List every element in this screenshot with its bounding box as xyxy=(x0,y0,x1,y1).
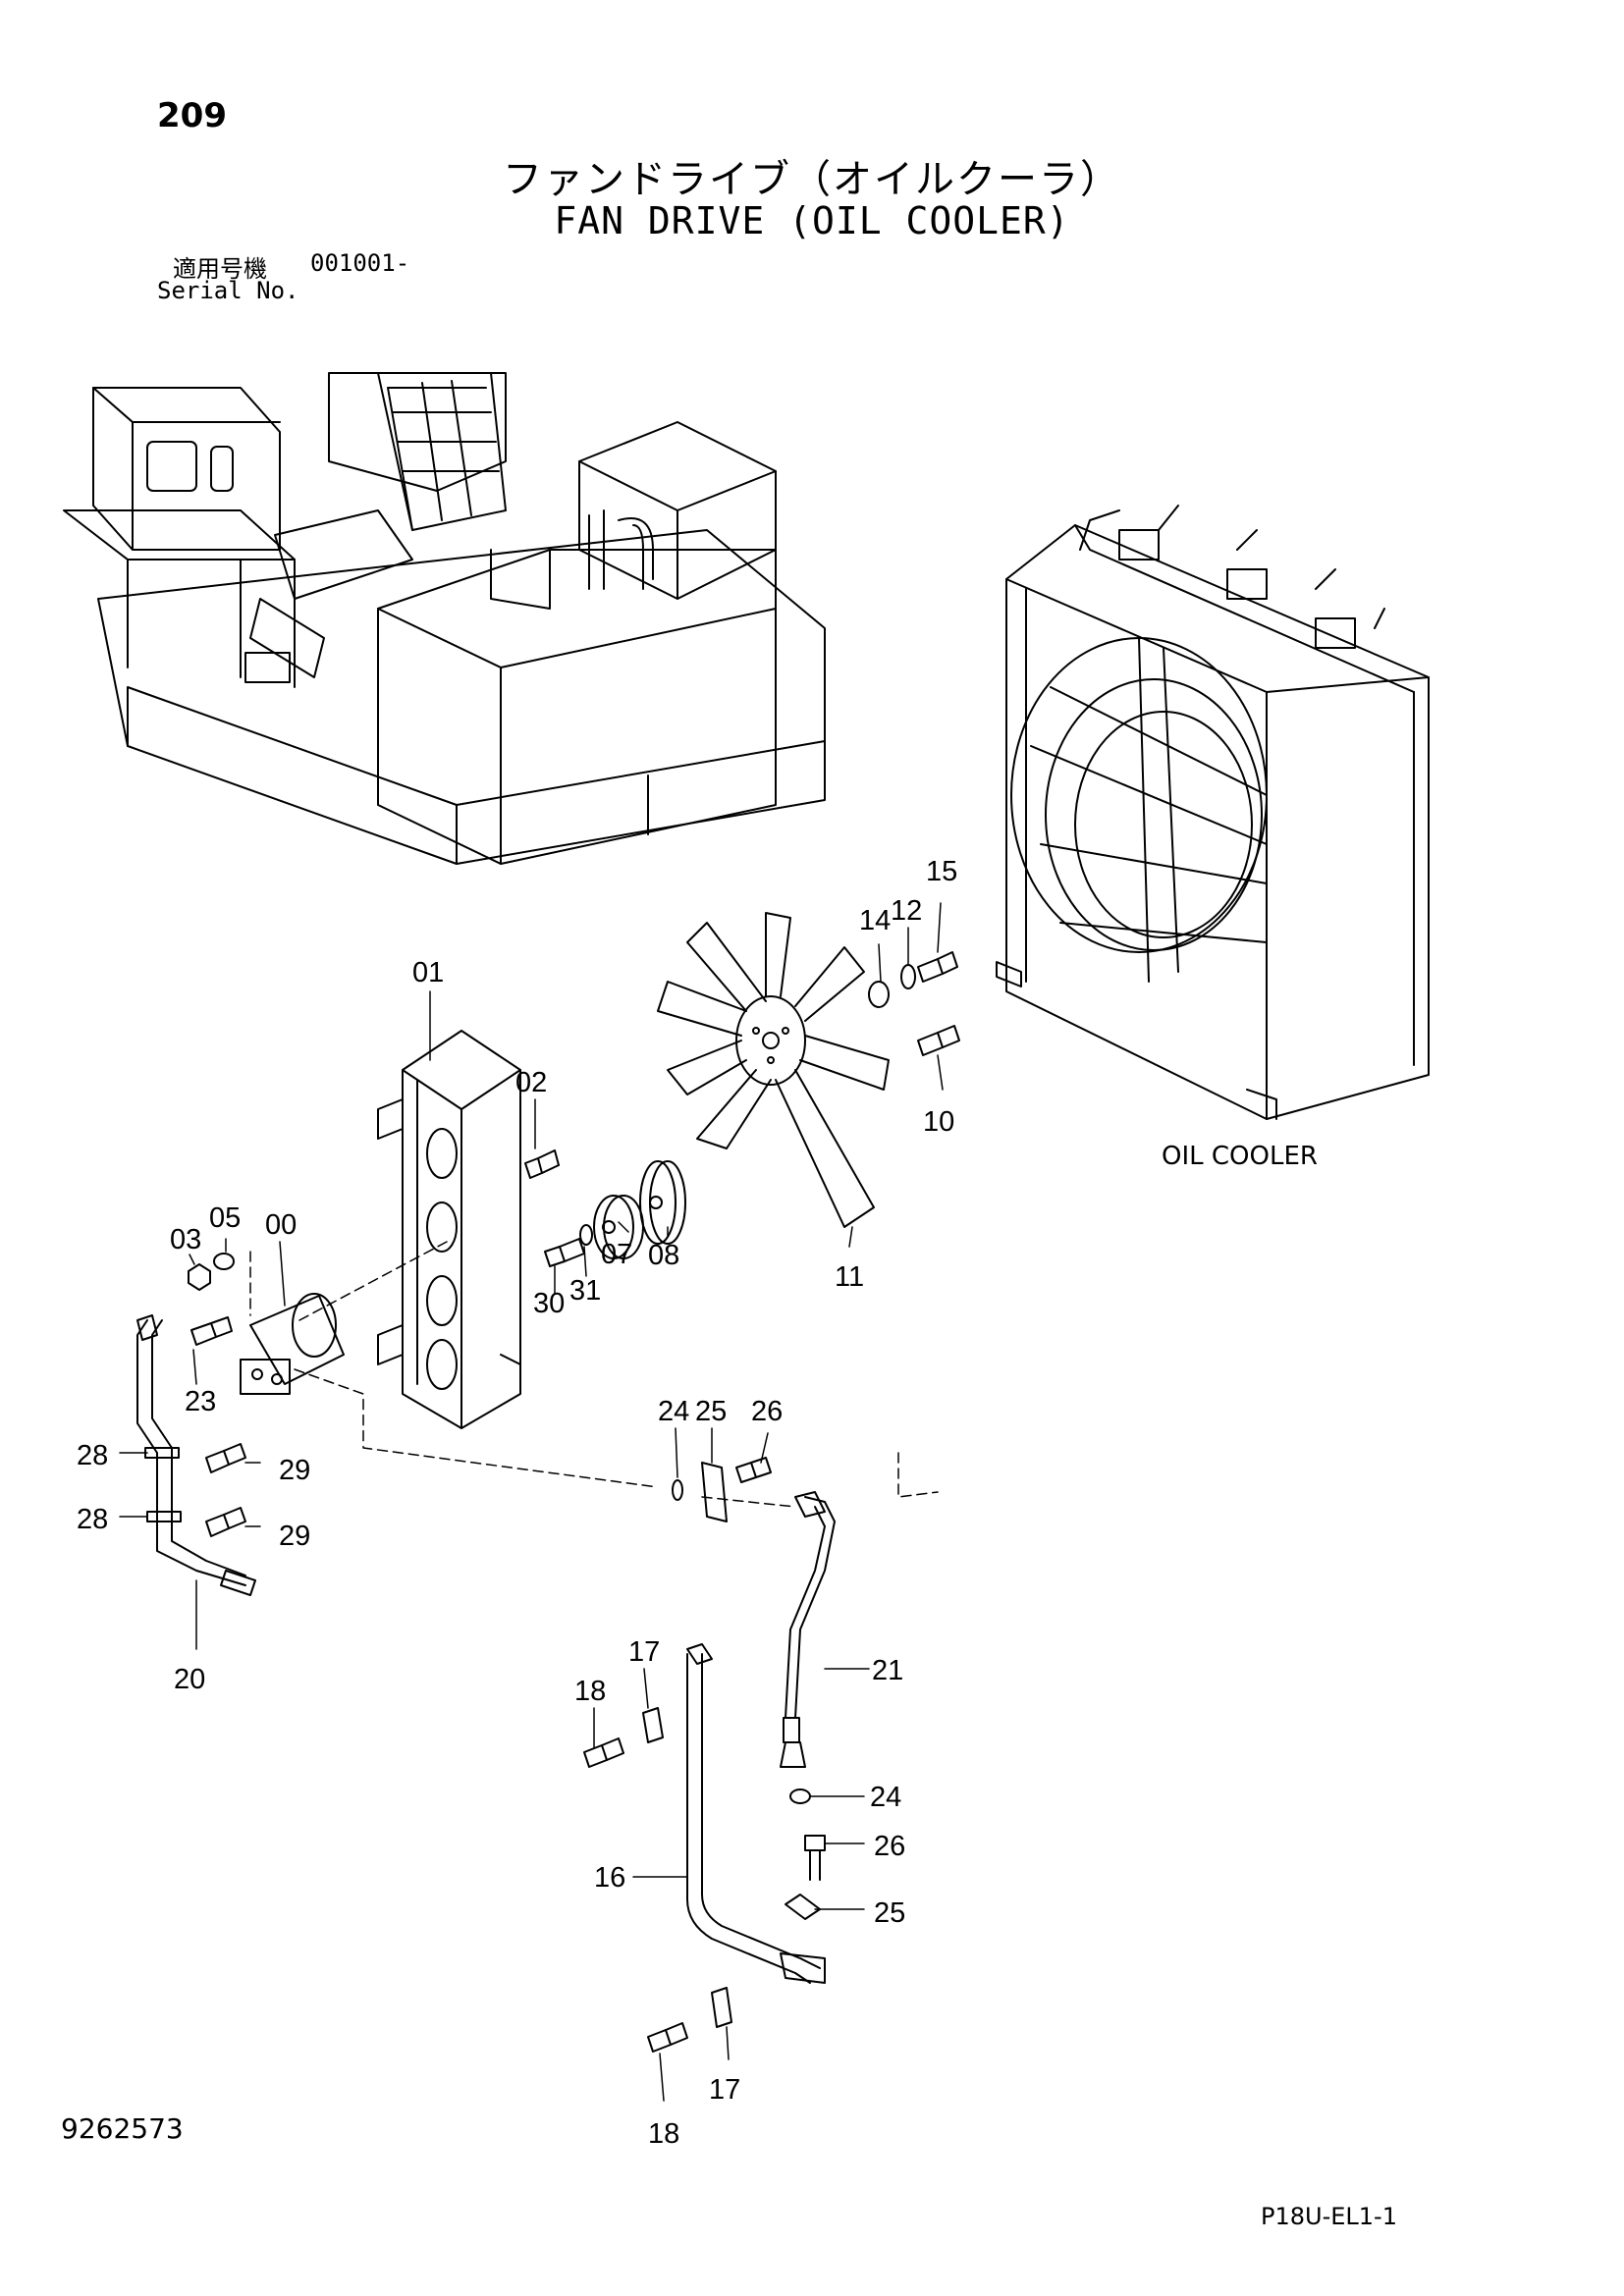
part-label-02: 02 xyxy=(515,1067,547,1098)
part-30-bolt xyxy=(544,1238,585,1267)
part-25-flange-lower xyxy=(785,1894,821,1920)
part-29-bolt-upper xyxy=(205,1443,246,1473)
part-label-00: 00 xyxy=(265,1209,297,1241)
part-31-washer xyxy=(579,1224,593,1246)
part-label-11: 11 xyxy=(835,1261,864,1293)
part-24-o-ring-lower xyxy=(789,1789,811,1804)
oil-cooler-illustration xyxy=(996,505,1430,1120)
part-24-o-ring-upper xyxy=(672,1479,683,1501)
part-label-23: 23 xyxy=(185,1386,216,1417)
part-label-29: 29 xyxy=(279,1455,310,1486)
part-25-flange-upper xyxy=(701,1462,728,1522)
part-label-31: 31 xyxy=(569,1275,601,1307)
machine-overview-illustration xyxy=(63,372,826,865)
part-label-20: 20 xyxy=(174,1664,205,1695)
page-code: P18U-EL1-1 xyxy=(1261,2203,1397,2230)
document-number: 9262573 xyxy=(61,2112,184,2145)
part-26-bolt-upper xyxy=(735,1457,772,1483)
part-label-17: 17 xyxy=(709,2074,740,2106)
part-00-motor xyxy=(240,1293,345,1395)
part-12-washer xyxy=(900,964,916,989)
part-01-frame xyxy=(377,1030,521,1429)
part-21-hose xyxy=(780,1491,836,1768)
part-05-washer xyxy=(213,1253,235,1270)
part-label-28: 28 xyxy=(77,1440,108,1471)
part-18-bolt-lower xyxy=(647,2022,688,2053)
part-label-15: 15 xyxy=(926,856,957,887)
part-10-bolt xyxy=(917,1025,960,1056)
serial-label-japanese: 適用号機 xyxy=(173,255,267,283)
title-japanese: ファンドライブ（オイルクーラ） xyxy=(503,157,1121,202)
part-15-bolt xyxy=(917,951,958,983)
part-23-fitting xyxy=(190,1316,233,1346)
part-08-plate xyxy=(639,1160,686,1245)
part-02-bolt xyxy=(524,1149,560,1179)
part-label-24: 24 xyxy=(870,1782,901,1813)
dashed-assembly-lines xyxy=(249,1241,939,1508)
part-label-28: 28 xyxy=(77,1504,108,1535)
part-16-tube xyxy=(686,1643,826,1984)
page-number: 209 xyxy=(157,96,227,135)
part-label-24: 24 xyxy=(658,1396,689,1427)
part-11-fan xyxy=(657,912,890,1228)
part-label-08: 08 xyxy=(648,1240,679,1271)
part-label-18: 18 xyxy=(574,1676,606,1707)
part-18-bolt-upper xyxy=(583,1737,624,1768)
serial-code: 001001- xyxy=(310,249,410,277)
part-26-bolt-lower xyxy=(804,1835,826,1881)
part-label-18: 18 xyxy=(648,2118,679,2150)
serial-label-english: Serial No. xyxy=(157,277,299,304)
part-label-07: 07 xyxy=(601,1239,632,1270)
part-label-26: 26 xyxy=(751,1396,783,1427)
part-label-05: 05 xyxy=(209,1202,241,1234)
leader-lines xyxy=(119,902,944,2102)
part-label-29: 29 xyxy=(279,1521,310,1552)
part-17-clamp-upper xyxy=(642,1707,664,1743)
oil-cooler-label: OIL COOLER xyxy=(1162,1142,1318,1171)
part-label-26: 26 xyxy=(874,1831,905,1862)
part-label-25: 25 xyxy=(874,1897,905,1929)
part-17-clamp-lower xyxy=(711,1987,732,2028)
part-label-16: 16 xyxy=(594,1862,625,1894)
part-label-17: 17 xyxy=(628,1636,660,1668)
part-label-12: 12 xyxy=(891,895,922,927)
part-label-10: 10 xyxy=(923,1106,954,1138)
part-label-30: 30 xyxy=(533,1288,565,1319)
part-label-03: 03 xyxy=(170,1224,201,1255)
title-english: FAN DRIVE (OIL COOLER) xyxy=(554,199,1070,242)
part-03-nut xyxy=(188,1263,211,1291)
part-14-spacer xyxy=(868,981,890,1008)
part-label-14: 14 xyxy=(859,905,891,936)
part-29-bolt-lower xyxy=(205,1507,246,1537)
part-label-25: 25 xyxy=(695,1396,727,1427)
part-label-21: 21 xyxy=(872,1655,903,1686)
part-20-hose xyxy=(136,1314,256,1596)
part-label-01: 01 xyxy=(412,957,444,988)
